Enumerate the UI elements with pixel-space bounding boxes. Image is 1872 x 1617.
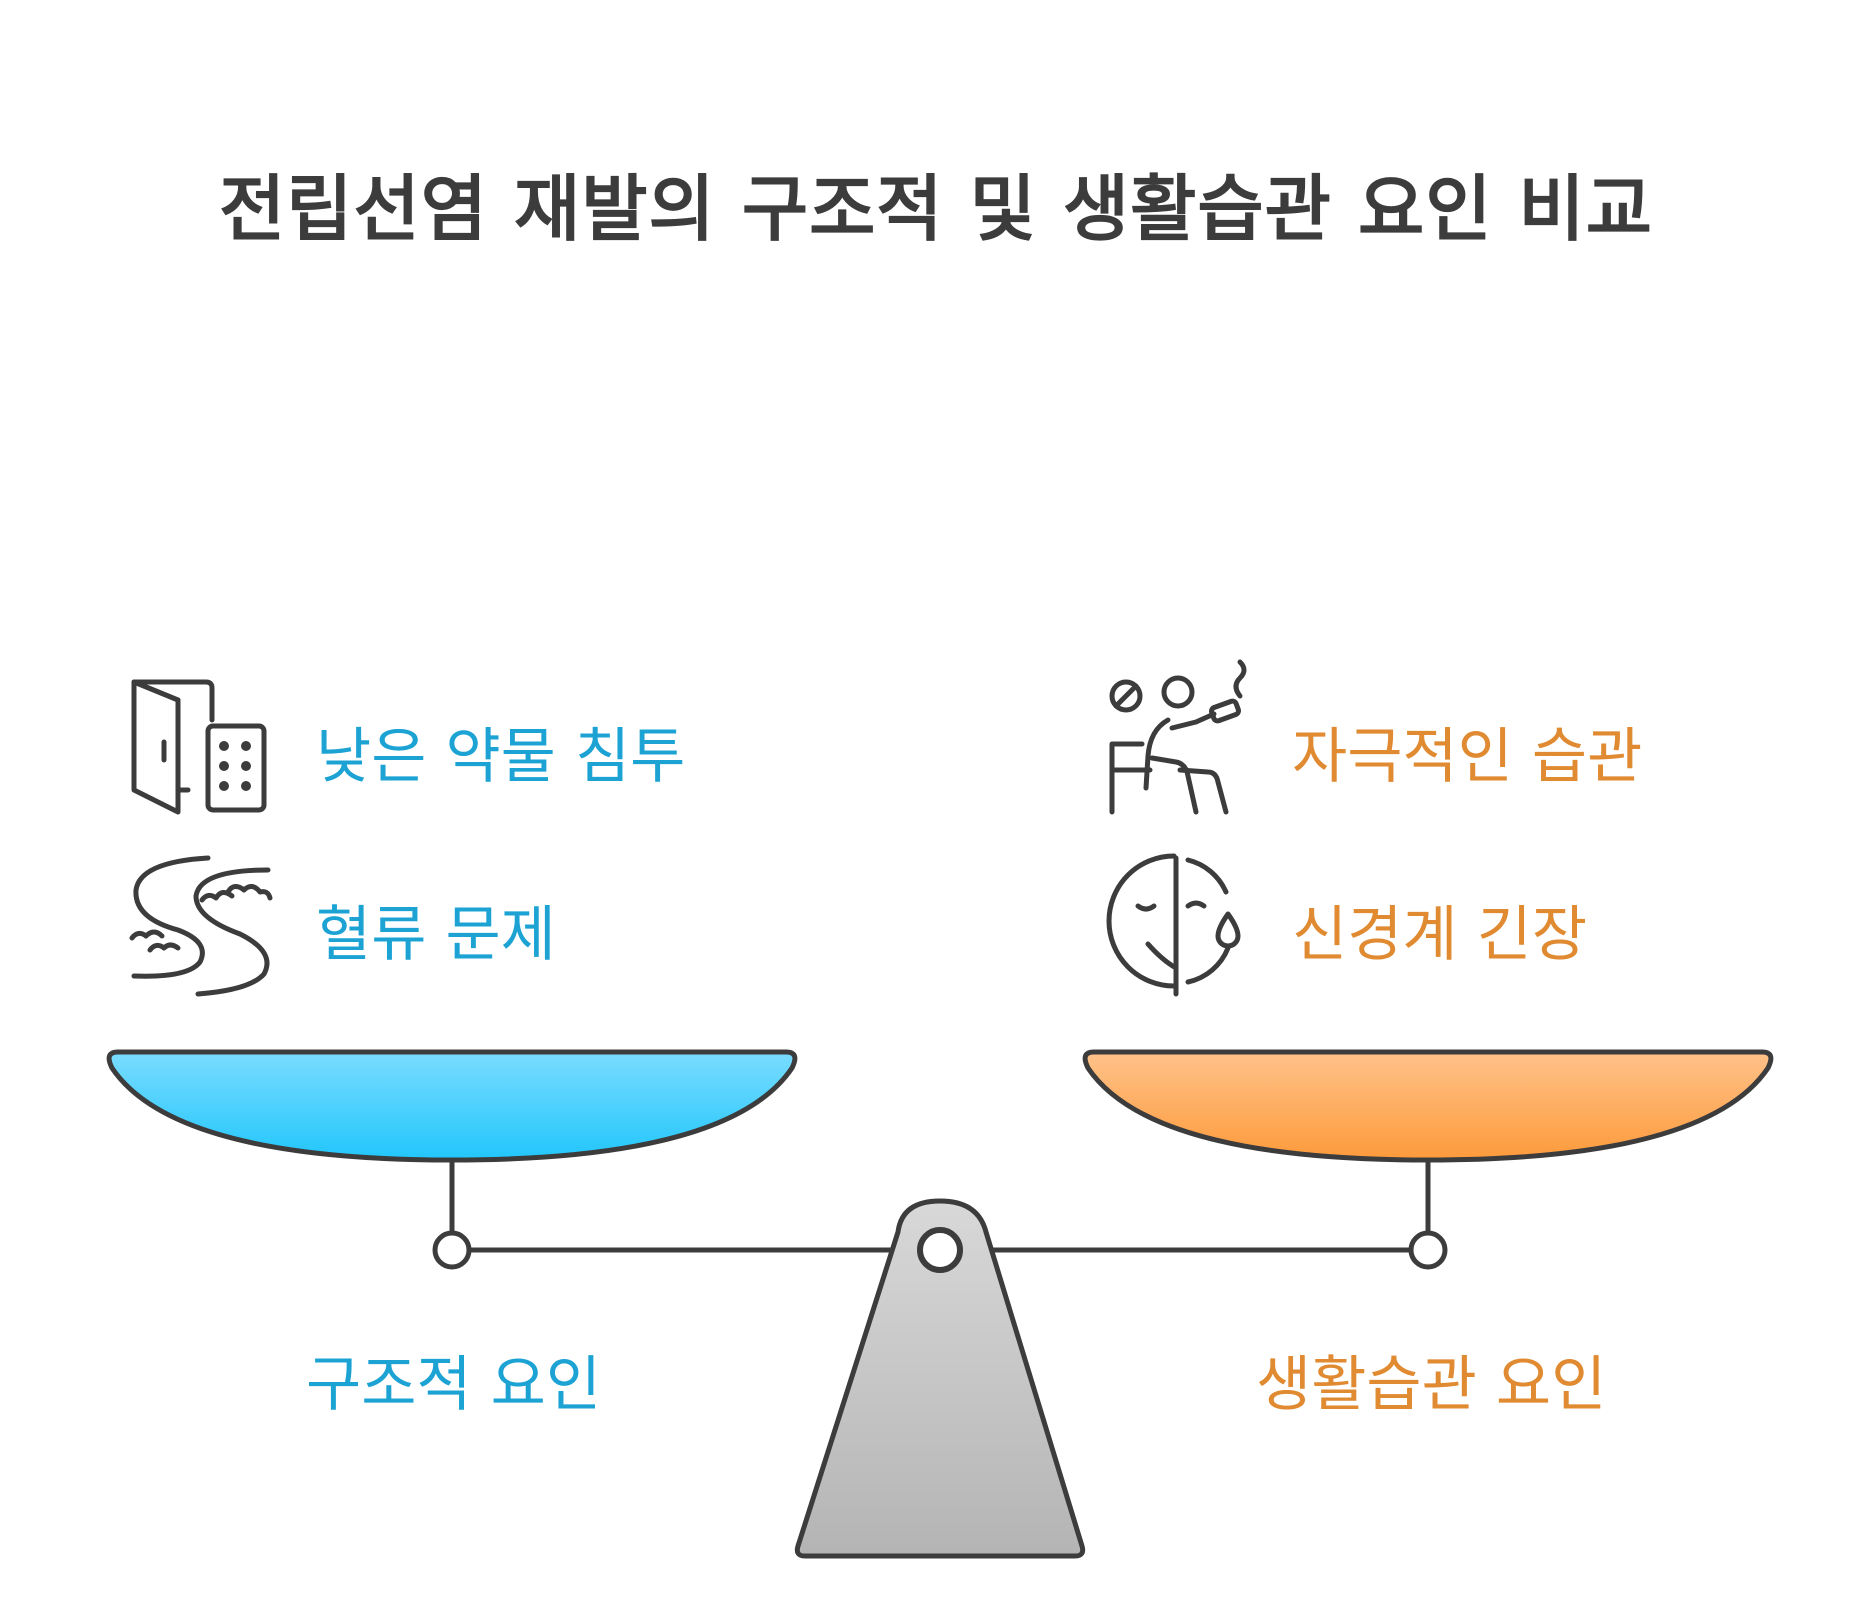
fulcrum-pivot [917, 1227, 963, 1273]
sad-face-tear-icon [1106, 853, 1241, 997]
page-title: 전립선염 재발의 구조적 및 생활습관 요인 비교 [219, 167, 1653, 251]
right-group-label: 생활습관 요인 [1256, 1350, 1607, 1420]
fulcrum-stand [794, 1198, 1086, 1559]
left-joint [432, 1230, 472, 1270]
left-group-label: 구조적 요인 [306, 1350, 602, 1420]
right-joint [1408, 1230, 1448, 1270]
item-label-stimulating-habits: 자극적인 습관 [1292, 722, 1643, 792]
smoking-drinking-person-icon [1109, 659, 1247, 815]
door-building-icon [131, 679, 267, 815]
winding-river-icon [129, 855, 273, 997]
item-label-blood-flow-problem: 혈류 문제 [316, 900, 556, 970]
left-pan [106, 1049, 798, 1163]
item-label-low-drug-penetration: 낮은 약물 침투 [316, 722, 686, 792]
item-label-nervous-tension: 신경계 긴장 [1292, 900, 1588, 970]
right-pan [1082, 1049, 1774, 1163]
